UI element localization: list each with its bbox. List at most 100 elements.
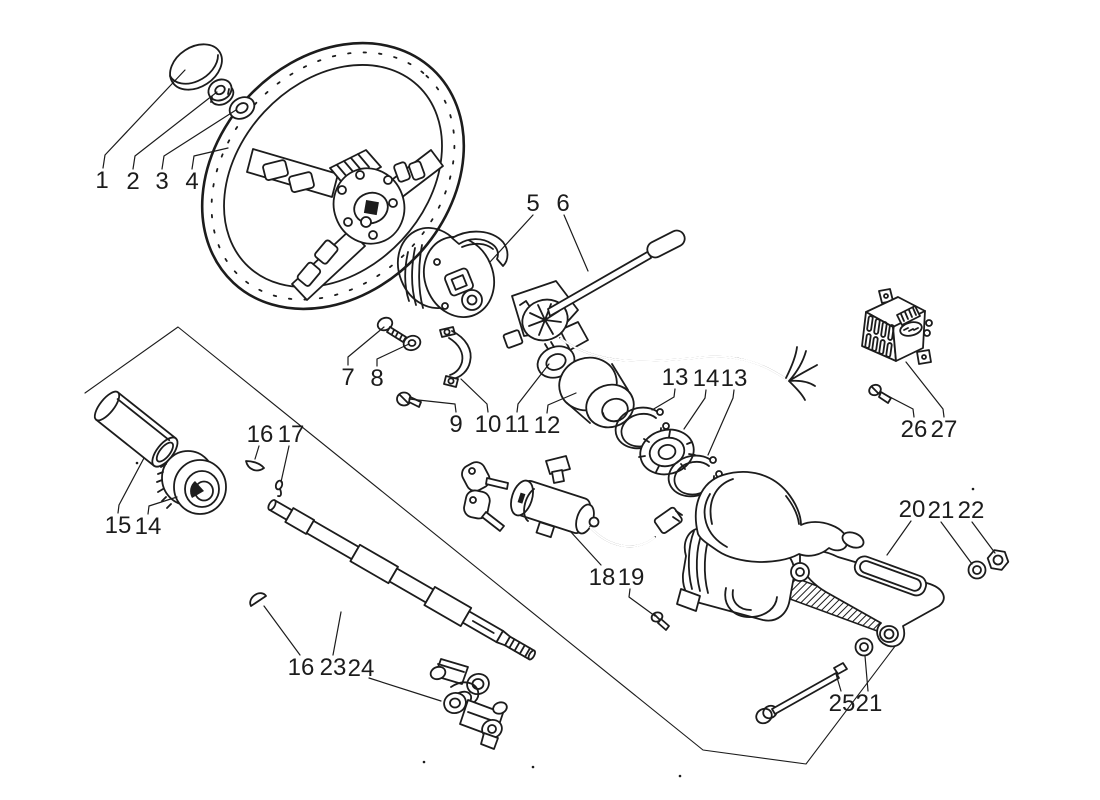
callout-number: 24 [348, 655, 375, 682]
leader-line-19 [628, 588, 656, 617]
leader-line-21 [864, 655, 869, 692]
callout-number: 11 [505, 411, 530, 438]
callout-number: 13 [662, 364, 689, 391]
ignition-lock [510, 455, 683, 548]
steering-shaft [267, 499, 536, 661]
callout-number: 25 [829, 690, 856, 717]
leader-line-20 [886, 520, 912, 556]
leader-line-1 [102, 69, 186, 169]
nut-22 [986, 549, 1010, 571]
callout-number: 18 [589, 564, 616, 591]
relay-27 [861, 288, 933, 365]
callout-number: 10 [475, 411, 502, 438]
leader-line-5 [489, 214, 534, 263]
leader-line-16 [254, 445, 260, 460]
clamp-bracket-10 [439, 326, 472, 388]
leader-line-3 [161, 109, 237, 170]
callout-number: 5 [526, 190, 539, 217]
washer-21-lower [854, 637, 874, 657]
hub-nut [207, 78, 235, 106]
leader-line-2 [132, 91, 218, 170]
leader-line-17 [280, 445, 290, 483]
wire-connector [653, 506, 683, 534]
callout-number: 6 [556, 190, 569, 217]
leader-line-4 [191, 147, 229, 170]
hub-splined-boss [329, 149, 382, 187]
leader-line-23 [332, 611, 342, 656]
leader-line-14 [147, 496, 178, 515]
leader-line-10 [460, 378, 489, 413]
leader-line-21 [940, 521, 973, 565]
universal-joint [429, 658, 508, 750]
screw-19 [650, 611, 670, 631]
callout-number: 15 [105, 512, 132, 539]
callout-number: 16 [247, 421, 274, 448]
spring-washer [228, 96, 256, 120]
stalk-lever [547, 250, 652, 317]
callout-number: 13 [721, 365, 748, 392]
steering-wheel [200, 41, 466, 311]
leader-line-13 [707, 389, 735, 456]
screw-26 [868, 383, 892, 404]
leader-line-9 [408, 398, 457, 413]
callout-number: 9 [449, 411, 462, 438]
leader-line-12 [546, 392, 577, 414]
callout-number: 14 [135, 513, 162, 540]
callout-number: 8 [370, 365, 383, 392]
washer-8 [402, 334, 422, 352]
callout-number: 21 [928, 497, 955, 524]
leader-line-8 [376, 343, 410, 367]
half-moon-clip [245, 460, 265, 472]
callout-number: 4 [185, 168, 198, 195]
bearing-lower [156, 450, 227, 515]
callout-number: 19 [618, 564, 645, 591]
callout-number: 26 [901, 416, 928, 443]
callout-number: 2 [126, 168, 139, 195]
relay-label [899, 321, 923, 337]
speck [678, 774, 682, 778]
turn-signal-switch [502, 229, 818, 401]
callout-number: 23 [320, 654, 347, 681]
callout-number: 12 [534, 412, 561, 439]
bearing-14 [638, 428, 696, 476]
leader-line-14 [683, 389, 707, 430]
callout-number: 22 [958, 497, 985, 524]
leader-line-6 [563, 214, 589, 272]
speck [135, 461, 139, 465]
bolt-25 [755, 662, 848, 725]
shroud-dome [694, 471, 849, 563]
callout-number: 3 [155, 168, 168, 195]
spoke-left [246, 148, 339, 198]
leader-line-15 [117, 457, 145, 514]
speck [531, 765, 535, 769]
paper-specks [135, 461, 975, 778]
callout-number: 20 [899, 496, 926, 523]
leader-line-26 [883, 393, 915, 418]
support-bracket [799, 549, 945, 648]
callout-number: 7 [341, 364, 354, 391]
leader-line-13 [651, 388, 676, 411]
leader-line-22 [971, 521, 996, 554]
leader-line-25 [835, 673, 842, 692]
ignition-keys [461, 461, 509, 532]
callout-number: 16 [288, 654, 315, 681]
leader-line-16 [263, 605, 301, 656]
construction-line [84, 326, 903, 765]
wire-frayed-ends [785, 346, 818, 401]
callout-number: 14 [693, 365, 720, 392]
washer-21-upper [967, 560, 987, 580]
stalk-knob [646, 229, 686, 259]
speck [971, 487, 975, 491]
callout-number: 27 [931, 416, 958, 443]
callout-number: 1 [95, 167, 108, 194]
bolt-7 [376, 316, 407, 343]
switch-housing [397, 227, 509, 318]
leader-line-24 [368, 677, 442, 702]
callout-number: 21 [856, 690, 883, 717]
small-pin [274, 479, 284, 498]
column-tube [93, 390, 179, 468]
leader-line-7 [347, 326, 385, 366]
callout-number: 17 [278, 421, 305, 448]
